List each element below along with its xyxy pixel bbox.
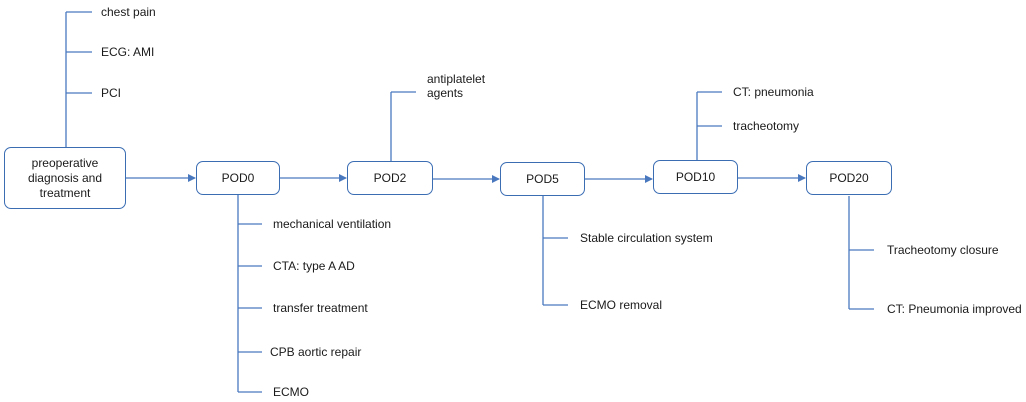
pod10-label: POD10	[675, 169, 716, 184]
preop-label: preoperative diagnosis and treatment	[27, 155, 103, 200]
pod5-label: POD5	[526, 171, 559, 186]
event-tracheotomy-closure: Tracheotomy closure	[887, 243, 999, 257]
event-mechanical-ventilation: mechanical ventilation	[273, 217, 392, 231]
event-pci: PCI	[101, 86, 122, 100]
event-cpb-aortic-repair: CPB aortic repair	[270, 345, 362, 359]
event-ct-pneumonia-improved: CT: Pneumonia improved	[887, 302, 1022, 316]
pod0-label: POD0	[221, 170, 255, 185]
pod0-box: POD0	[196, 161, 280, 195]
pod10-box: POD10	[653, 160, 738, 194]
event-chest-pain: chest pain	[101, 5, 156, 19]
pod5-box: POD5	[500, 162, 585, 196]
event-cta: CTA: type A AD	[273, 259, 355, 273]
pod20-box: POD20	[806, 161, 892, 195]
event-antiplatelet-agents: antiplatelet agents	[427, 72, 486, 100]
event-tracheotomy: tracheotomy	[733, 119, 800, 133]
event-ecmo: ECMO	[273, 385, 309, 399]
event-ecg: ECG: AMI	[101, 45, 155, 59]
event-transfer-treatment: transfer treatment	[273, 301, 368, 315]
event-ecmo-removal: ECMO removal	[580, 298, 663, 312]
pod20-label: POD20	[829, 170, 869, 185]
event-ct-pneumonia: CT: pneumonia	[733, 85, 814, 99]
event-stable-circulation: Stable circulation system	[580, 231, 713, 245]
preop-box: preoperative diagnosis and treatment	[4, 147, 126, 209]
pod2-label: POD2	[373, 170, 407, 185]
pod2-box: POD2	[347, 161, 433, 195]
